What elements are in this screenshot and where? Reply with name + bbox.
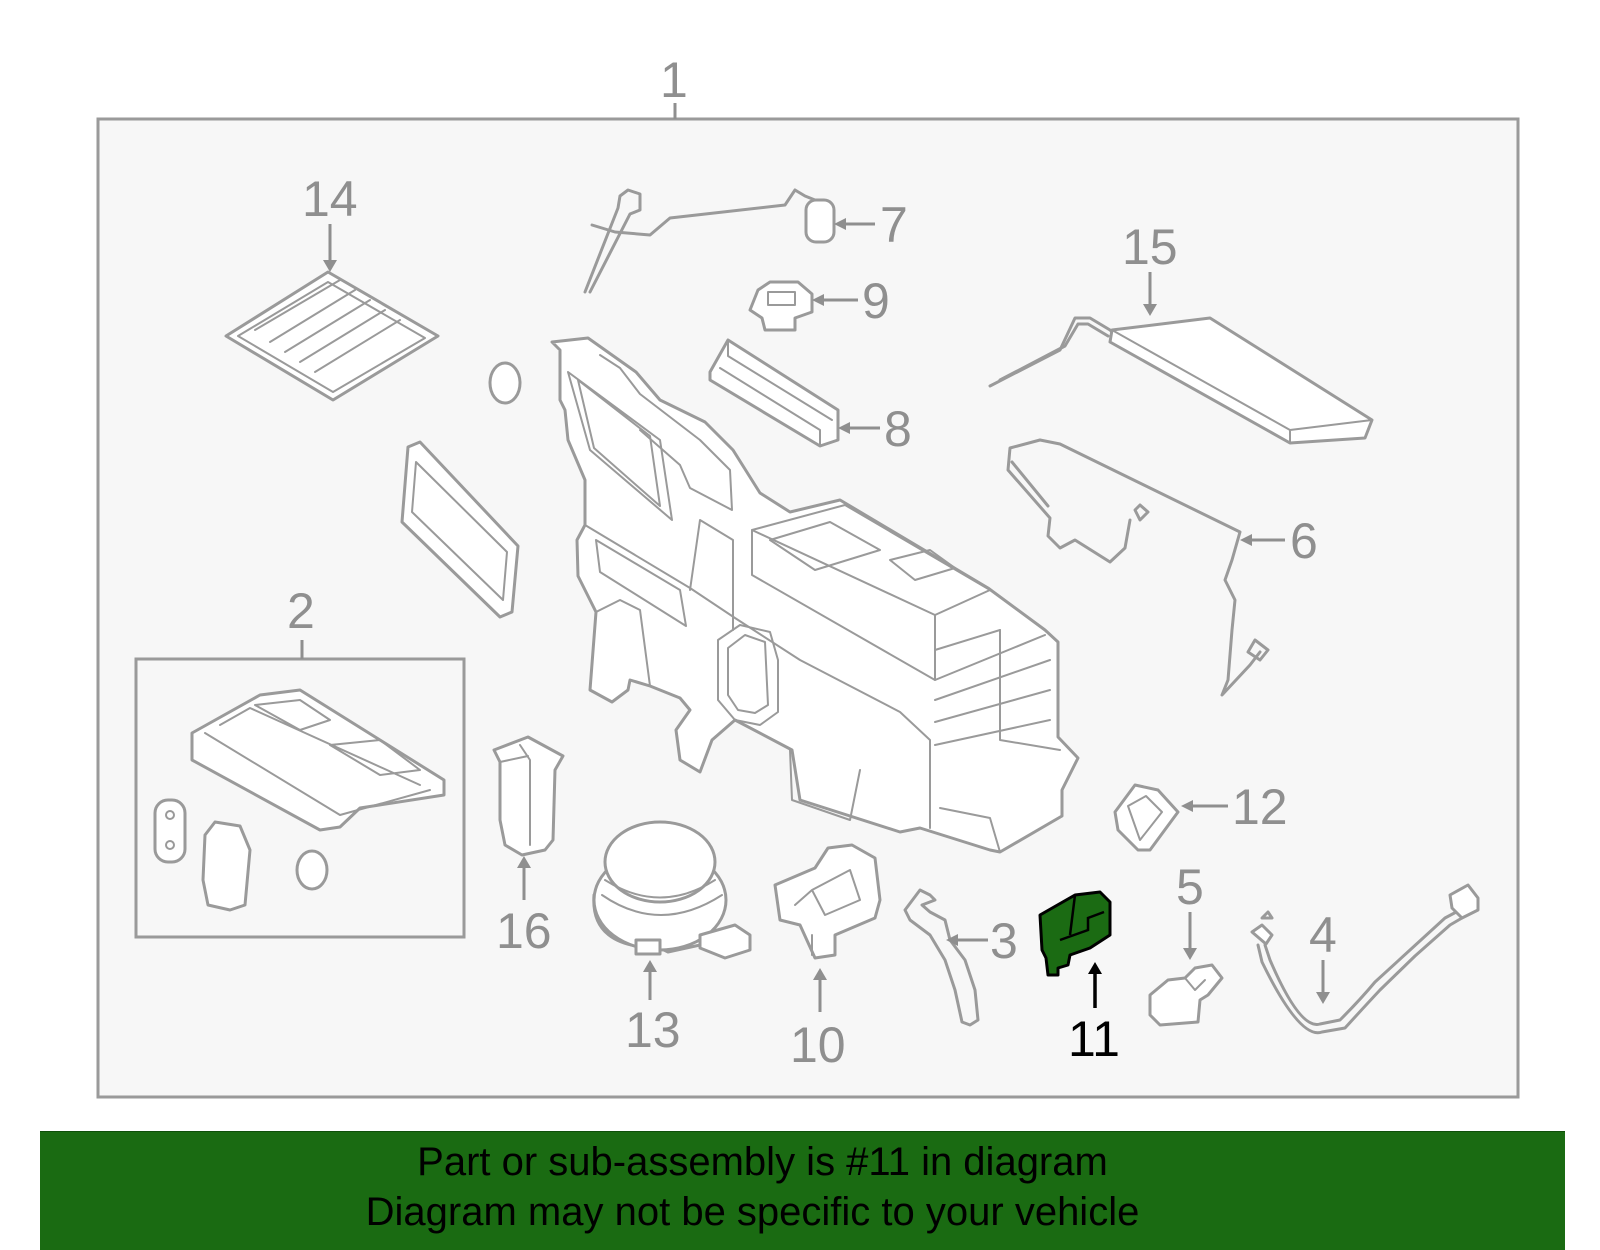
part-15-heater-core[interactable] <box>988 316 1374 445</box>
part-7-temperature-sensor[interactable] <box>583 188 836 294</box>
callout-8-arrowhead <box>838 422 850 434</box>
callout-15[interactable]: 15 <box>1122 219 1178 275</box>
callout-11[interactable]: 11 <box>1068 1011 1120 1067</box>
callout-6-arrowhead <box>1240 534 1252 546</box>
callout-7[interactable]: 7 <box>880 197 908 253</box>
o-ring <box>488 361 522 405</box>
banner-line-1: Part or sub-assembly is #11 in diagram <box>417 1140 1108 1184</box>
callout-12[interactable]: 12 <box>1232 779 1288 835</box>
banner-line-2: Diagram may not be specific to your vehi… <box>365 1190 1140 1234</box>
callout-15-arrowhead <box>1143 304 1157 316</box>
part-3-drain-hose[interactable] <box>903 888 980 1027</box>
callout-4[interactable]: 4 <box>1309 907 1337 963</box>
callout-1[interactable]: 1 <box>660 52 688 108</box>
callout-9[interactable]: 9 <box>862 273 890 329</box>
callout-14[interactable]: 14 <box>302 171 358 227</box>
callout-16-arrowhead <box>517 856 531 868</box>
part-13-blower-motor[interactable] <box>592 820 752 960</box>
callout-5-arrowhead <box>1183 948 1197 960</box>
callout-9-arrowhead <box>812 294 824 306</box>
part-9-actuator-small[interactable] <box>748 280 814 332</box>
callout-2[interactable]: 2 <box>287 583 315 639</box>
part-12-sensor[interactable] <box>1113 783 1180 852</box>
part-info-banner: Part or sub-assembly is #11 in diagram D… <box>40 1131 1565 1250</box>
callout-13-arrowhead <box>643 960 657 972</box>
callout-16[interactable]: 16 <box>496 903 552 959</box>
callout-10-arrowhead <box>813 968 827 980</box>
part-8-resistor[interactable] <box>708 338 840 448</box>
hvac-housing[interactable] <box>550 336 1080 854</box>
callout-8[interactable]: 8 <box>884 401 912 457</box>
part-14-cabin-filter[interactable] <box>224 270 440 402</box>
callout-7-arrowhead <box>834 218 846 230</box>
part-4-wiring-harness[interactable] <box>1250 883 1480 1035</box>
part-16-duct[interactable] <box>492 735 565 857</box>
callout-4-arrowhead <box>1316 992 1330 1004</box>
callout-3-arrowhead <box>946 934 958 946</box>
part-5-clip[interactable] <box>1148 963 1224 1027</box>
callout-12-arrowhead <box>1181 800 1193 812</box>
callout-11-arrowhead <box>1088 962 1102 974</box>
part-11-highlighted-actuator[interactable] <box>1038 890 1112 977</box>
callout-3[interactable]: 3 <box>990 913 1018 969</box>
part-6-refrigerant-tube[interactable] <box>1006 438 1270 697</box>
gasket-frame <box>400 440 520 619</box>
callout-6[interactable]: 6 <box>1290 513 1318 569</box>
callout-13[interactable]: 13 <box>625 1002 681 1058</box>
callout-5[interactable]: 5 <box>1176 859 1204 915</box>
callout-14-arrowhead <box>323 260 337 272</box>
part-2-filter-assembly[interactable] <box>153 688 446 912</box>
callout-10[interactable]: 10 <box>790 1017 846 1073</box>
part-10-actuator[interactable] <box>773 843 882 960</box>
